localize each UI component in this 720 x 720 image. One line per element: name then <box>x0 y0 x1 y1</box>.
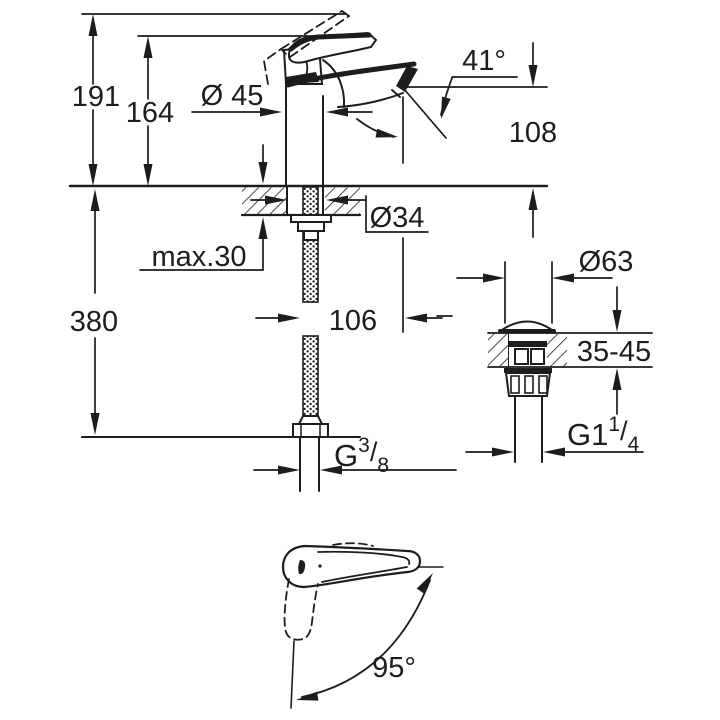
label-hose-length: 380 <box>70 306 118 338</box>
lever-logo-spot <box>298 560 306 575</box>
waste-deck-hatch-right <box>547 334 567 367</box>
label-spout-angle: 41° <box>462 45 506 77</box>
waste-cap-dome <box>501 320 553 331</box>
label-body-diameter: Ø 45 <box>201 80 264 112</box>
spout-underside <box>337 92 404 108</box>
label-deck-max-thickness: max.30 <box>151 241 246 273</box>
mounting-washer <box>290 214 332 223</box>
lever-dashed-top <box>332 542 374 547</box>
lever-outline <box>281 544 422 589</box>
label-spout-outlet-height: 108 <box>509 117 557 149</box>
lever-top-view <box>281 542 444 709</box>
flow-arc-arrow <box>375 128 398 138</box>
label-waste-thread: G11/4 <box>567 413 640 456</box>
mounting-nut <box>297 221 325 232</box>
waste-window-left <box>514 348 529 365</box>
hose-nut <box>292 423 329 438</box>
label-mounting-hole-diameter: Ø34 <box>370 202 425 234</box>
dimension-labels: 191 164 Ø 45 41° 108 Ø34 max.30 380 106 … <box>70 45 651 684</box>
label-spout-projection: 106 <box>329 305 377 337</box>
waste-window-right <box>530 348 545 365</box>
hose-lower <box>302 335 319 417</box>
spout-top-edge <box>285 61 417 88</box>
label-lever-swivel-angle: 95° <box>372 652 416 684</box>
lever-inner-bottom <box>321 566 408 583</box>
angle-arc-95 <box>301 579 431 698</box>
faucet-side-view <box>68 10 549 492</box>
spout-tip <box>396 66 418 92</box>
lever-alt-position-dashed <box>283 578 319 641</box>
hose-upper <box>302 186 319 303</box>
angle-leg-vertical <box>290 640 295 709</box>
label-height-overall: 191 <box>72 81 120 113</box>
waste-drain-view <box>436 261 653 463</box>
waste-inner-band <box>509 341 547 347</box>
waste-deck-hatch-left <box>488 334 508 367</box>
label-supply-thread: G3/8 <box>334 434 389 477</box>
aerator-mark <box>391 89 401 98</box>
spout-rear-curve <box>322 59 346 108</box>
waste-flange <box>504 368 552 373</box>
label-height-to-lever: 164 <box>126 97 174 129</box>
dimension-lines <box>81 13 548 475</box>
mounting-step <box>303 230 319 241</box>
label-flange-diameter: Ø63 <box>579 246 634 278</box>
hose-cone <box>297 415 324 425</box>
lever-inner-top <box>317 550 411 565</box>
label-deck-thickness-range: 35-45 <box>577 336 651 368</box>
